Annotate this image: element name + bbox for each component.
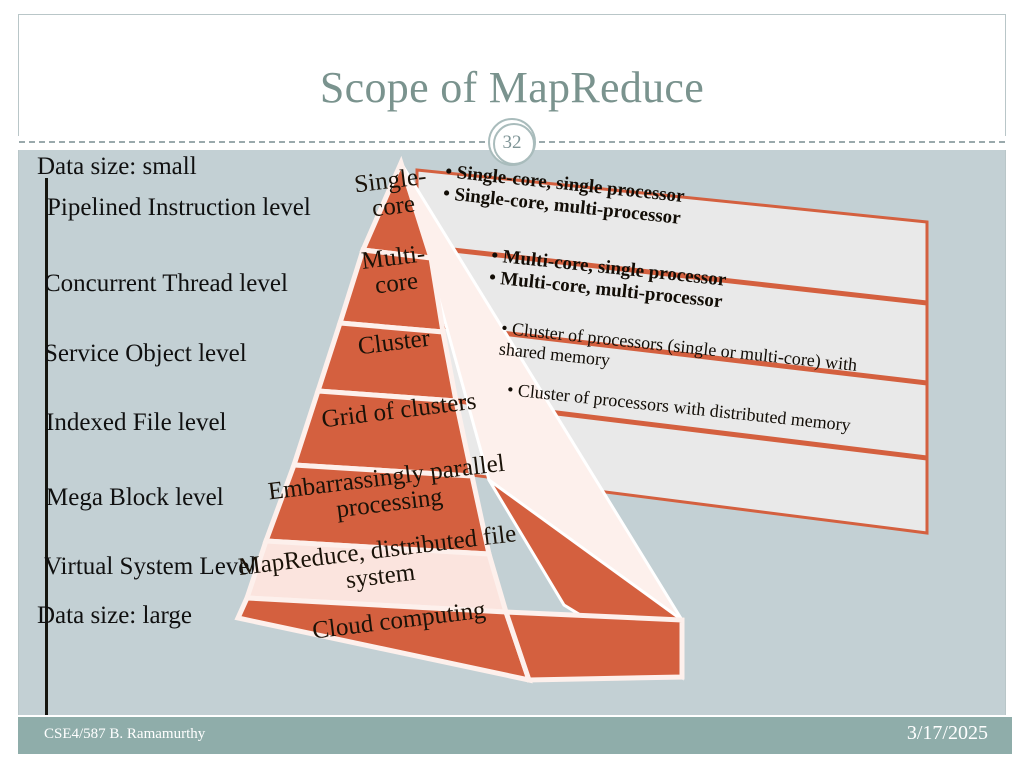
axis-label-bottom: Data size: large xyxy=(37,602,193,629)
page-number-badge: 32 xyxy=(488,118,536,166)
pyramid-band-cluster xyxy=(314,320,460,404)
level-label-service-object: Service Object level xyxy=(44,340,247,367)
level-label-concurrent-thread: Concurrent Thread level xyxy=(44,270,288,297)
slide-footer: CSE4/587 B. Ramamurthy 3/17/2025 xyxy=(18,717,1012,754)
footer-date: 3/17/2025 xyxy=(906,722,988,744)
pyramid-band-cloud-computing xyxy=(234,595,533,684)
page-number-label: 32 xyxy=(502,132,522,153)
page-title: Scope of MapReduce xyxy=(319,63,705,112)
data-size-arrow-shaft xyxy=(45,178,48,715)
pyramid-band-grid-of-clusters xyxy=(290,388,476,479)
level-label-virtual-system: Virtual System Level xyxy=(44,553,257,580)
level-label-pipelined-instruction: Pipelined Instruction level xyxy=(47,194,311,221)
pyramid-group xyxy=(234,155,685,684)
mapreduce-scope-graphic: Single- core Multi- core Cluster Grid of… xyxy=(19,150,1005,715)
slide-header xyxy=(18,14,1006,136)
level-label-mega-block: Mega Block level xyxy=(46,484,224,511)
pyramid-band-multi-core xyxy=(336,247,446,335)
axis-label-top: Data size: small xyxy=(37,153,197,180)
pyramid-band-cloud-computing-extension xyxy=(502,609,685,683)
slide-content-area: Data size: small Data size: large Pipeli… xyxy=(18,150,1006,715)
footer-author: CSE4/587 B. Ramamurthy xyxy=(44,726,206,742)
detail-panel-group xyxy=(415,168,929,535)
level-label-indexed-file: Indexed File level xyxy=(46,409,227,436)
